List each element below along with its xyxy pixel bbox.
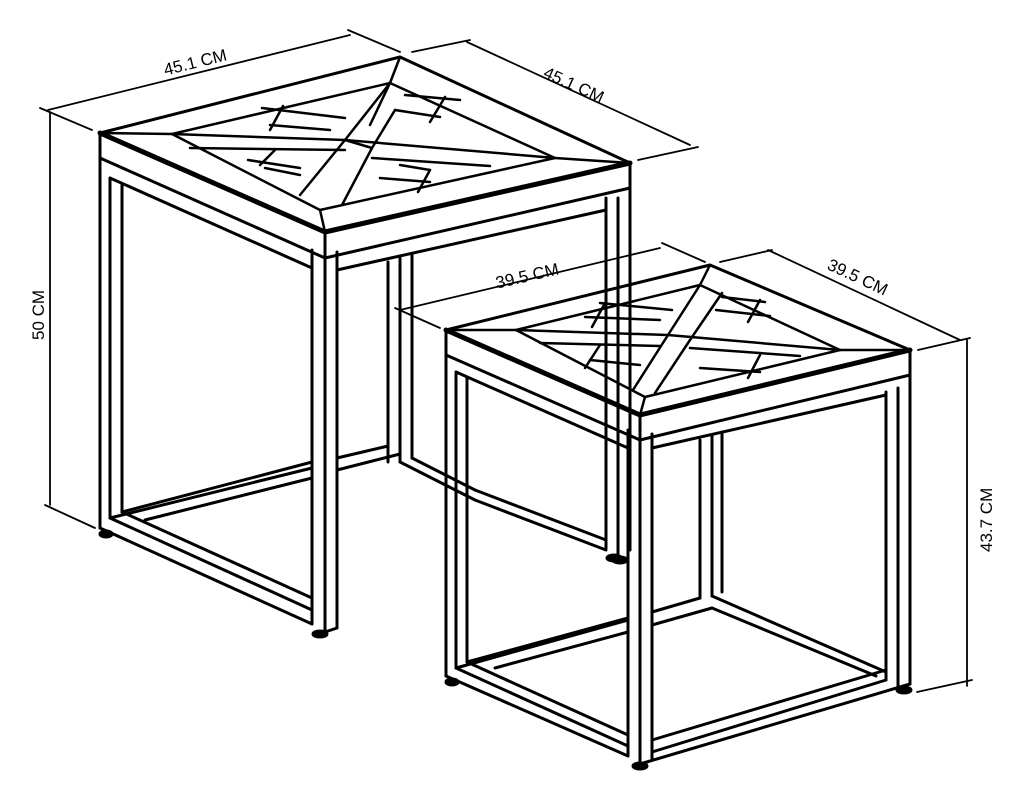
large-table: [97, 55, 633, 639]
large-table-top: [97, 55, 633, 260]
large-table-frame: [98, 156, 632, 639]
small-table: [443, 263, 913, 771]
large-table-height-label: 50 CM: [29, 289, 48, 340]
small-table-height-label: 43.7 CM: [977, 487, 996, 552]
dimension-lines: [39, 29, 973, 693]
small-table-frame: [444, 353, 913, 771]
small-table-parquet-pattern: [514, 283, 842, 395]
large-table-parquet-pattern: [170, 81, 557, 207]
small-table-top: [443, 263, 913, 442]
